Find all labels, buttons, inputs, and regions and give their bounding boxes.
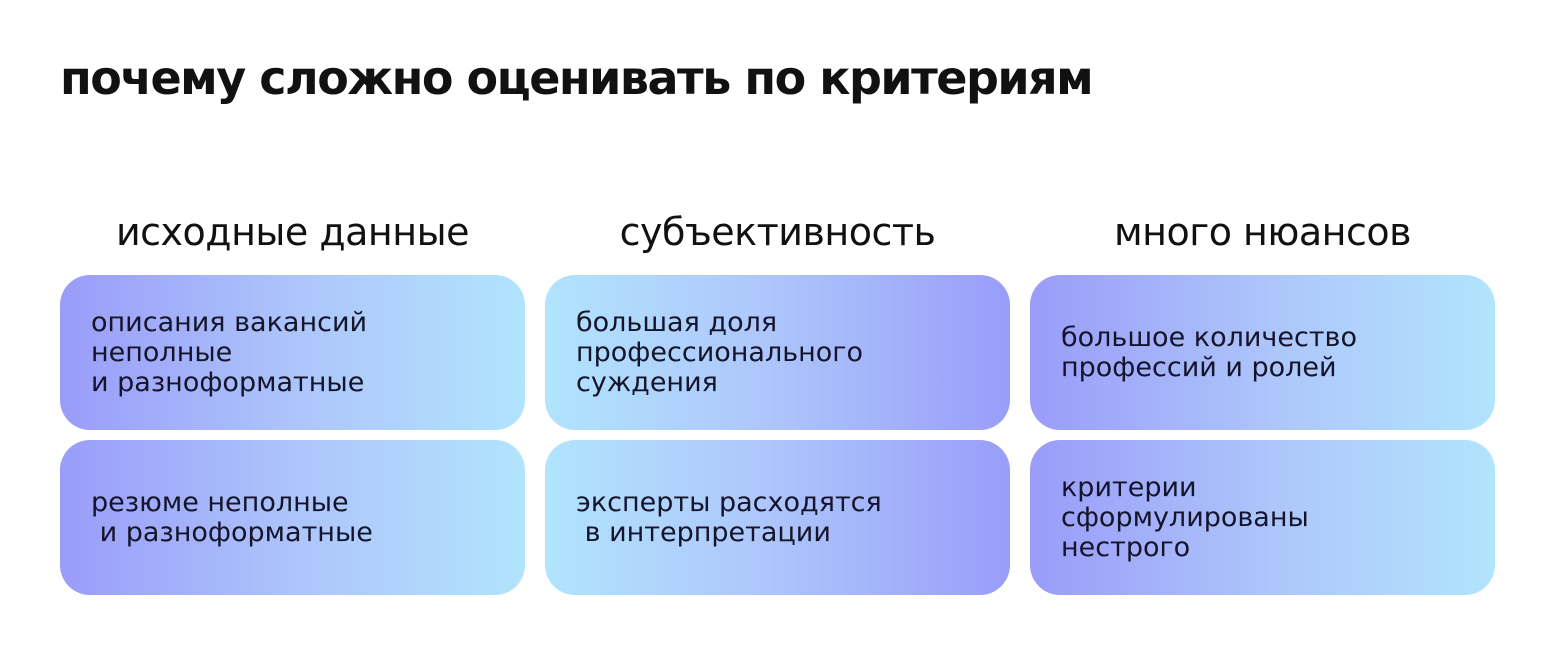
card: критерии сформулированы нестрого: [1030, 440, 1495, 595]
card-text: эксперты расходятся в интерпретации: [576, 486, 882, 548]
card: резюме неполные и разноформатные: [60, 440, 525, 595]
column-source-data: исходные данные описания вакансий неполн…: [60, 205, 525, 605]
card-text: большое количество профессий и ролей: [1061, 321, 1357, 383]
column-subjectivity: субъективность большая доля профессионал…: [545, 205, 1010, 605]
card: описания вакансий неполные и разноформат…: [60, 275, 525, 430]
column-heading: много нюансов: [1113, 210, 1412, 254]
card-text: критерии сформулированы нестрого: [1061, 471, 1309, 563]
column-many-nuances: много нюансов большое количество професс…: [1030, 205, 1495, 605]
card: эксперты расходятся в интерпретации: [545, 440, 1010, 595]
card: большая доля профессионального суждения: [545, 275, 1010, 430]
page-title: почему сложно оценивать по критериям: [60, 51, 1094, 105]
card-text: резюме неполные и разноформатные: [91, 486, 373, 548]
card-text: описания вакансий неполные и разноформат…: [91, 306, 368, 398]
card-text: большая доля профессионального суждения: [576, 306, 864, 398]
card: большое количество профессий и ролей: [1030, 275, 1495, 430]
column-heading: субъективность: [619, 210, 936, 254]
column-heading: исходные данные: [115, 210, 470, 254]
